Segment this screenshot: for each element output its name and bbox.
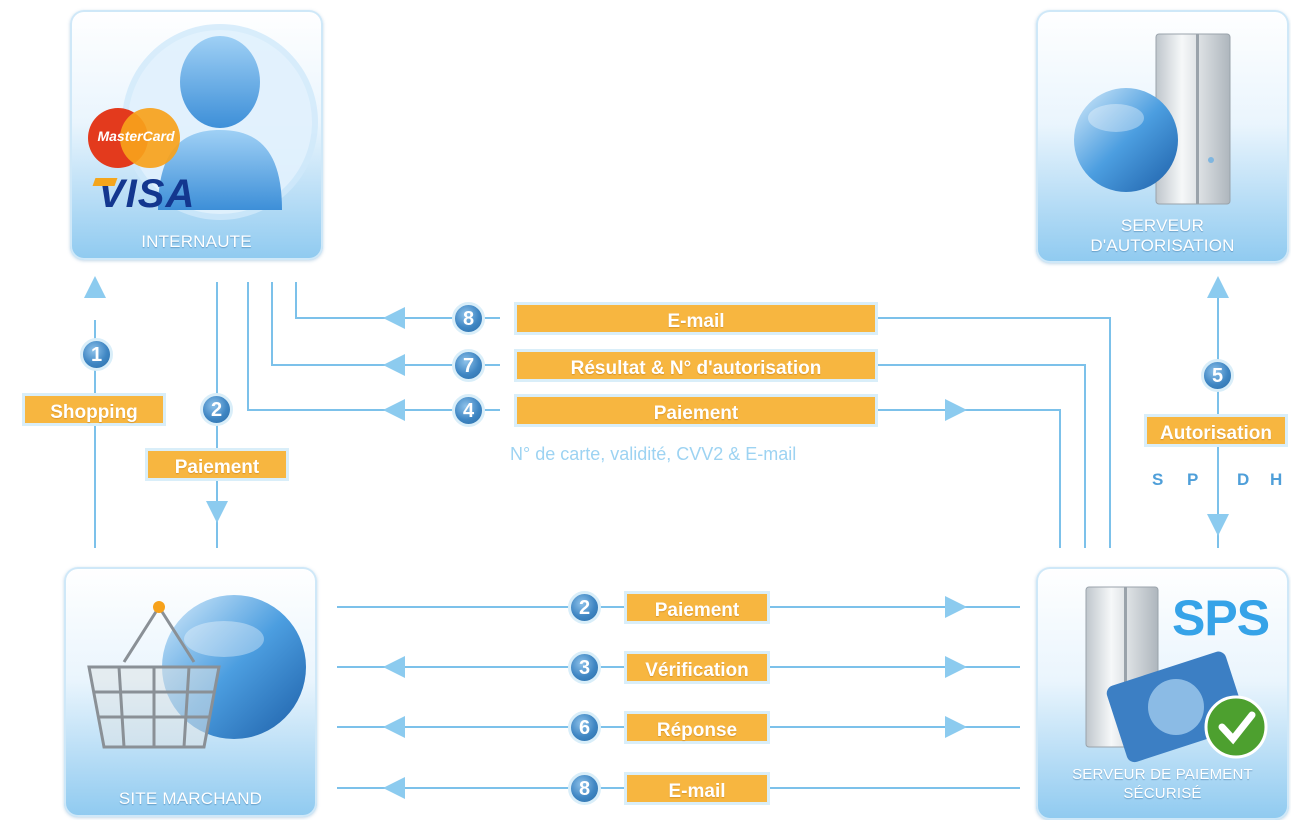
sps-caption-line1: SERVEUR DE PAIEMENT: [1072, 766, 1253, 783]
label-shopping: Shopping: [22, 393, 166, 426]
sp-letter-h: H: [1270, 470, 1283, 489]
line-paiement4-left: [247, 282, 500, 411]
sp-letter-d: D: [1237, 470, 1250, 489]
arrow-email-bottom-left: [383, 777, 405, 799]
step-badge-4: 4: [452, 394, 485, 427]
step-badge-6: 6: [568, 711, 601, 744]
step-badge-2-bottom: 2: [568, 591, 601, 624]
step-badge-3: 3: [568, 651, 601, 684]
label-paiement-4: Paiement: [514, 394, 878, 427]
sp-letter-s: S: [1152, 470, 1164, 489]
label-reponse: Réponse: [624, 711, 770, 744]
arrow-paiement4-right: [945, 399, 967, 421]
label-paiement-bottom: Paiement: [624, 591, 770, 624]
line-email-top-right: [878, 317, 1111, 548]
checkmark-icon: [1204, 695, 1268, 759]
arrow-resultat-left: [383, 354, 405, 376]
visa-accent: [92, 178, 118, 186]
internaute-card: MasterCard VISA INTERNAUTE: [70, 10, 323, 260]
globe-icon: [1074, 88, 1178, 192]
auth-caption-line2: D'AUTORISATION: [1090, 236, 1235, 255]
label-verification: Vérification: [624, 651, 770, 684]
person-icon: [158, 36, 282, 210]
step-badge-2-left: 2: [200, 393, 233, 426]
label-email-bottom: E-mail: [624, 772, 770, 805]
label-resultat: Résultat & N° d'autorisation: [514, 349, 878, 382]
merchant-site-card: SITE MARCHAND: [64, 567, 317, 817]
card-details-note: N° de carte, validité, CVV2 & E-mail: [510, 444, 797, 464]
mastercard-logo-text: MasterCard: [97, 128, 175, 144]
step-badge-8-bottom: 8: [568, 772, 601, 805]
arrow-paiement2-right: [945, 596, 967, 618]
step-badge-5: 5: [1201, 359, 1234, 392]
arrow-reponse-left: [383, 716, 405, 738]
arrow-shopping-up: [84, 276, 106, 298]
shopping-basket-icon: [87, 604, 221, 749]
arrow-auth-up: [1207, 276, 1229, 298]
step-badge-1: 1: [80, 338, 113, 371]
arrow-paiement4-left: [383, 399, 405, 421]
auth-server-caption: SERVEUR D'AUTORISATION: [1036, 216, 1289, 256]
sps-illustration: [1085, 586, 1268, 763]
sps-logo: SPS: [1172, 590, 1270, 646]
sps-caption: SERVEUR DE PAIEMENT SÉCURISÉ: [1036, 765, 1289, 803]
line-resultat-left: [271, 282, 500, 366]
internaute-caption: INTERNAUTE: [141, 232, 252, 251]
arrow-auth-down: [1207, 514, 1229, 536]
secure-payment-server-card: SERVEUR DE PAIEMENT SÉCURISÉ: [1036, 567, 1289, 820]
label-paiement-left: Paiement: [145, 448, 289, 481]
arrow-email-left: [383, 307, 405, 329]
auth-server-illustration: [1074, 33, 1231, 205]
internaute-illustration: [88, 24, 318, 220]
sp-letter-p: P: [1187, 470, 1199, 489]
step-badge-8-top: 8: [452, 302, 485, 335]
merchant-illustration: [87, 595, 306, 749]
arrow-paiement-down: [206, 501, 228, 523]
line-resultat-right: [878, 364, 1086, 548]
step-badge-7: 7: [452, 349, 485, 382]
arrow-verification-left: [383, 656, 405, 678]
line-email-top-left: [295, 282, 500, 319]
label-email-top: E-mail: [514, 302, 878, 335]
arrow-reponse-right: [945, 716, 967, 738]
arrow-verification-right: [945, 656, 967, 678]
merchant-caption: SITE MARCHAND: [118, 789, 263, 808]
auth-caption-line1: SERVEUR: [1120, 216, 1205, 235]
auth-server-card: SERVEUR D'AUTORISATION: [1036, 10, 1289, 263]
line-paiement4-right: [878, 409, 1061, 548]
label-autorisation: Autorisation: [1144, 414, 1288, 447]
mastercard-logo: [88, 108, 180, 168]
sps-caption-line2: SÉCURISÉ: [1123, 785, 1202, 802]
